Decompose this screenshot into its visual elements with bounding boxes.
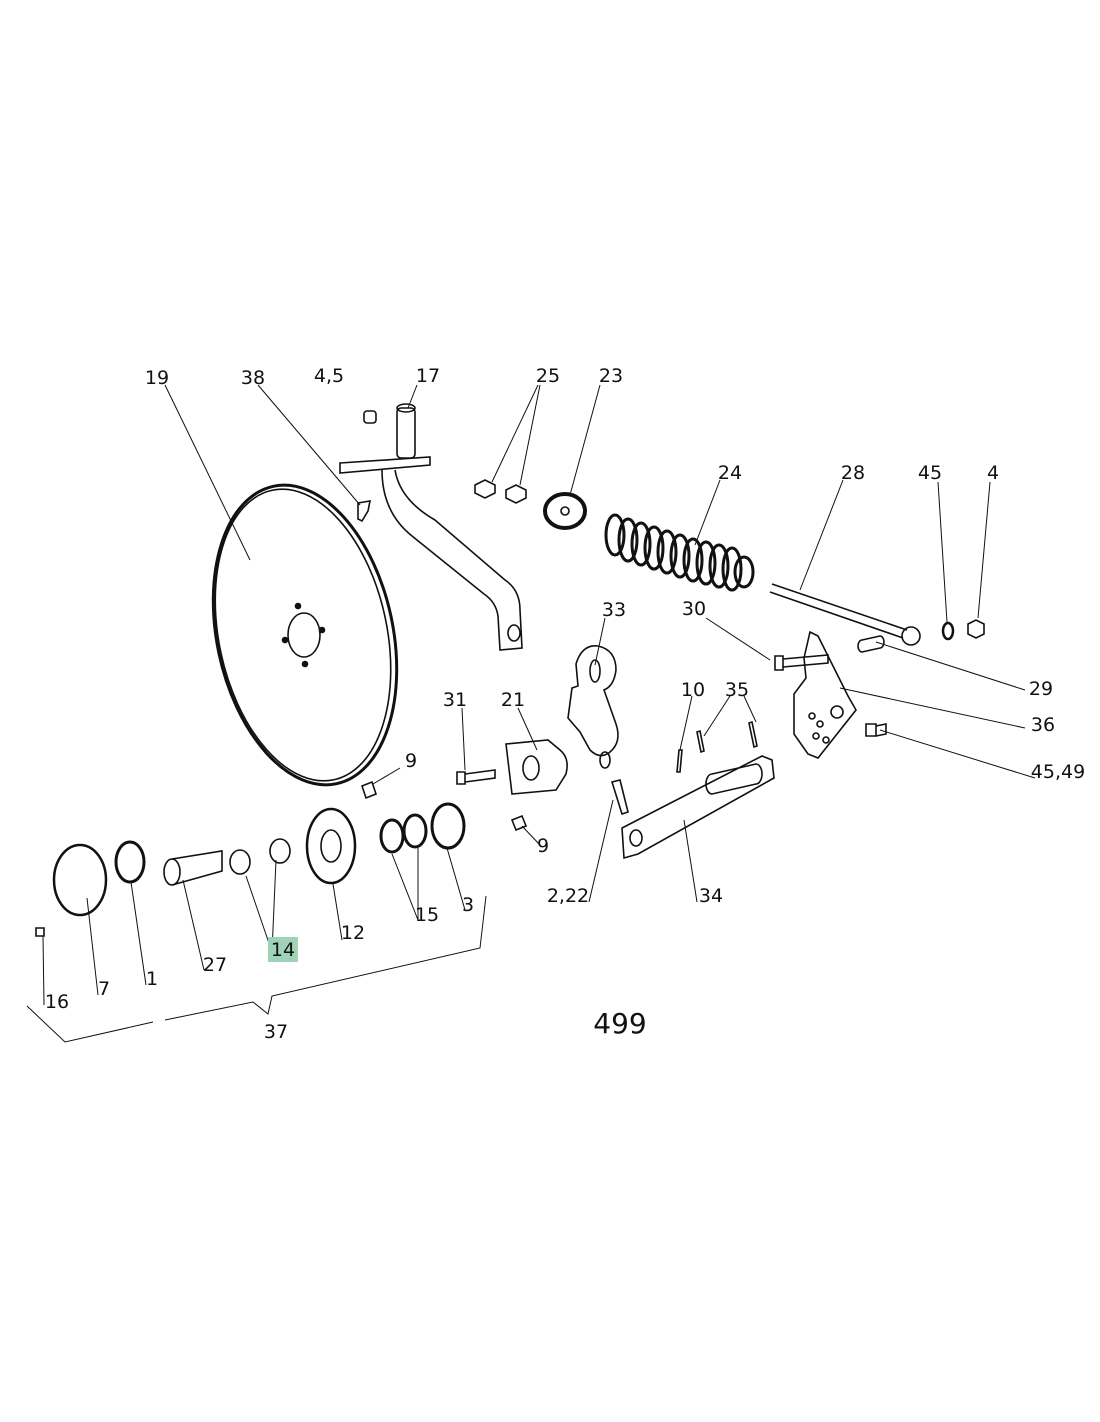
seal-part-15b bbox=[402, 813, 428, 849]
part-label-30[interactable]: 30 bbox=[681, 598, 707, 620]
cover-part-7 bbox=[52, 843, 108, 917]
part-label-33[interactable]: 33 bbox=[601, 599, 627, 621]
assembly-bracket-37 bbox=[26, 895, 487, 1043]
part-label-31[interactable]: 31 bbox=[442, 689, 468, 711]
part-label-37[interactable]: 37 bbox=[263, 1021, 289, 1043]
bracket-part-34 bbox=[621, 755, 775, 860]
hub-assembly-part-37 bbox=[35, 802, 466, 937]
part-label-29[interactable]: 29 bbox=[1028, 678, 1054, 700]
disc-part-19 bbox=[211, 483, 399, 787]
part-label-45-49[interactable]: 45,49 bbox=[1030, 761, 1086, 783]
lever-part-33 bbox=[567, 645, 619, 769]
bush-part-14a bbox=[229, 849, 251, 875]
part-label-19[interactable]: 19 bbox=[144, 367, 170, 389]
grease-nipple-part-9b bbox=[510, 814, 528, 832]
plate-part-36 bbox=[793, 630, 857, 759]
part-label-28[interactable]: 28 bbox=[840, 462, 866, 484]
bushing-part-29 bbox=[857, 635, 885, 653]
hub-part-12 bbox=[305, 807, 357, 885]
part-label-16[interactable]: 16 bbox=[44, 991, 70, 1013]
nut-part-4 bbox=[967, 619, 985, 639]
cap-part-3 bbox=[430, 802, 466, 850]
nut-part-4-5 bbox=[363, 410, 377, 424]
leader-lines bbox=[42, 384, 1036, 1006]
part-label-10[interactable]: 10 bbox=[680, 679, 706, 701]
part-label-38[interactable]: 38 bbox=[240, 367, 266, 389]
pin-part-2-22 bbox=[610, 779, 629, 816]
screw-part-16 bbox=[35, 927, 45, 937]
part-label-17[interactable]: 17 bbox=[415, 365, 441, 387]
bolt-part-30 bbox=[774, 654, 829, 671]
part-label-25[interactable]: 25 bbox=[535, 365, 561, 387]
nut-part-25b bbox=[505, 484, 527, 504]
bolt-part-45-49 bbox=[865, 723, 887, 737]
part-label-9-upper[interactable]: 9 bbox=[404, 750, 418, 772]
part-label-4[interactable]: 4 bbox=[986, 462, 1000, 484]
pins-part-35 bbox=[696, 720, 758, 754]
part-label-9-lower[interactable]: 9 bbox=[536, 835, 550, 857]
part-label-35[interactable]: 35 bbox=[724, 679, 750, 701]
spring-part-24 bbox=[604, 513, 755, 592]
part-label-15[interactable]: 15 bbox=[414, 904, 440, 926]
grease-nipple-part-9a bbox=[361, 780, 377, 800]
bolt-part-31 bbox=[456, 769, 496, 785]
part-label-45[interactable]: 45 bbox=[917, 462, 943, 484]
part-label-7[interactable]: 7 bbox=[97, 978, 111, 1000]
diagram-number: 499 bbox=[593, 1007, 647, 1040]
part-label-24[interactable]: 24 bbox=[717, 462, 743, 484]
part-label-14-highlighted[interactable]: 14 bbox=[267, 937, 299, 962]
arm-part-17 bbox=[339, 403, 523, 651]
pin-part-10 bbox=[676, 749, 683, 773]
rod-part-28 bbox=[769, 583, 908, 639]
part-label-23[interactable]: 23 bbox=[598, 365, 624, 387]
part-label-4-5[interactable]: 4,5 bbox=[313, 365, 345, 387]
part-label-21[interactable]: 21 bbox=[500, 689, 526, 711]
part-label-2-22[interactable]: 2,22 bbox=[546, 885, 590, 907]
part-label-3[interactable]: 3 bbox=[461, 894, 475, 916]
part-label-27[interactable]: 27 bbox=[202, 954, 228, 976]
part-label-36[interactable]: 36 bbox=[1030, 714, 1056, 736]
block-part-21 bbox=[505, 739, 568, 795]
seal-part-15a bbox=[379, 818, 405, 854]
part-label-1[interactable]: 1 bbox=[145, 968, 159, 990]
bolt-part-38 bbox=[357, 500, 372, 523]
bush-part-14b bbox=[269, 838, 291, 864]
shaft-part-27 bbox=[163, 850, 223, 886]
part-label-34[interactable]: 34 bbox=[698, 885, 724, 907]
bushing-part-28 bbox=[901, 626, 921, 646]
washer-part-23 bbox=[543, 492, 587, 530]
part-label-12[interactable]: 12 bbox=[340, 922, 366, 944]
washer-part-45 bbox=[941, 621, 955, 641]
oring-part-1 bbox=[114, 840, 146, 884]
nut-part-25a bbox=[474, 479, 496, 499]
